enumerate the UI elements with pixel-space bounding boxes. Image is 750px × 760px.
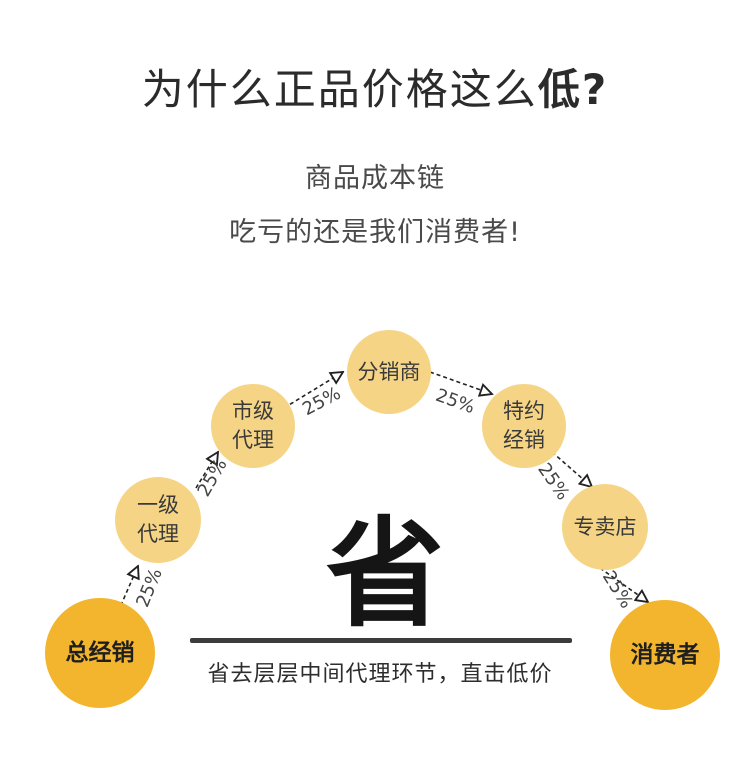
node-label: 一级 — [137, 493, 179, 517]
chain-arrow — [599, 567, 648, 602]
markup-label: 25% — [533, 459, 573, 504]
big-character: 省 — [325, 503, 444, 643]
node-zongjingxiao: 总经销 — [45, 598, 155, 708]
caption: 省去层层中间代理环节，直击低价 — [207, 662, 553, 687]
node-label: 市级 — [232, 399, 274, 423]
node-xiaofeizhe: 消费者 — [610, 600, 720, 710]
node-teyue-jingxiao: 特约 经销 — [482, 384, 566, 468]
title-prefix: 为什么正品价格这么 — [141, 65, 538, 114]
node-shiji-daili: 市级 代理 — [211, 384, 295, 468]
node-label: 总经销 — [65, 639, 135, 666]
node-label: 代理 — [137, 522, 179, 546]
chain-arrow — [429, 371, 492, 394]
markup-label: 25% — [193, 455, 231, 500]
chain-arrow — [551, 451, 592, 487]
chain-arrow — [195, 452, 218, 489]
node-fenxiaoshang: 分销商 — [347, 330, 431, 414]
node-label: 专卖店 — [573, 514, 637, 539]
node-label: 代理 — [232, 428, 274, 452]
node-zhuanmaidian: 专卖店 — [562, 484, 648, 570]
title-emphasis: 低? — [537, 65, 609, 114]
node-yiji-daili: 一级 代理 — [115, 477, 201, 563]
subtitle-line-1: 商品成本链 — [305, 163, 445, 194]
markup-label: 25% — [132, 565, 166, 610]
page-title: 为什么正品价格这么低? — [0, 56, 750, 117]
chain-arrow — [283, 372, 343, 409]
node-label: 经销 — [503, 428, 545, 452]
node-label: 消费者 — [630, 641, 700, 668]
markup-label: 25% — [299, 383, 344, 420]
divider-rule — [190, 638, 572, 643]
subtitle-line-2: 吃亏的还是我们消费者! — [229, 217, 521, 248]
markup-label: 25% — [433, 385, 478, 418]
node-label: 分销商 — [357, 359, 421, 384]
node-label: 特约 — [503, 399, 545, 423]
